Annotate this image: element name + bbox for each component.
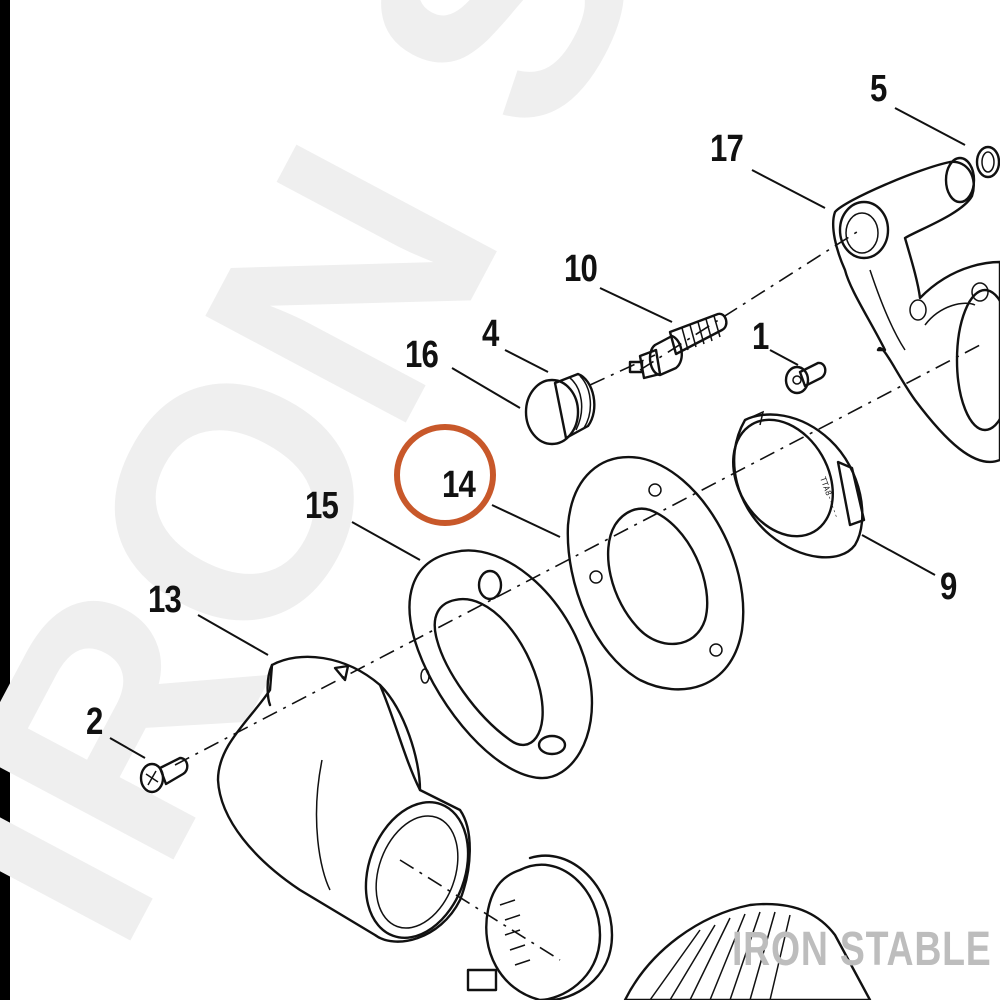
callout-17: 17 — [710, 128, 744, 170]
part-13-elbow — [216, 655, 471, 943]
left-edge-bar — [0, 0, 10, 1000]
part-1-screw — [784, 361, 827, 395]
part-hose-clamp — [466, 854, 614, 1000]
part-16-plug — [524, 372, 596, 446]
part-9-clamp-ring: TTA8----- — [732, 410, 866, 559]
brand-label: IRON STABLE — [732, 923, 992, 976]
axis-upper — [639, 229, 861, 371]
axis-main — [174, 344, 981, 766]
part-14-gasket — [566, 455, 745, 691]
highlight-circle-14 — [394, 424, 496, 526]
callout-15: 15 — [305, 485, 339, 527]
part-2-screw — [139, 756, 189, 794]
callout-5: 5 — [870, 68, 887, 110]
callout-13: 13 — [148, 579, 182, 621]
part-5-oring — [975, 145, 1000, 179]
axis-lower — [399, 859, 561, 961]
callout-16: 16 — [405, 334, 439, 376]
part-17-bracket — [831, 156, 1000, 463]
part-air-filter — [623, 902, 872, 1000]
callout-4: 4 — [482, 313, 499, 355]
axis-plug — [589, 354, 656, 386]
callout-9: 9 — [940, 566, 957, 608]
callout-14: 14 — [442, 464, 476, 506]
callout-10: 10 — [564, 248, 598, 290]
callout-1: 1 — [752, 316, 769, 358]
part-15-spacer — [408, 549, 594, 780]
assembly-axes — [174, 229, 981, 961]
part-10-bolt — [628, 312, 728, 380]
callout-2: 2 — [86, 701, 103, 743]
leader-lines — [109, 107, 966, 759]
